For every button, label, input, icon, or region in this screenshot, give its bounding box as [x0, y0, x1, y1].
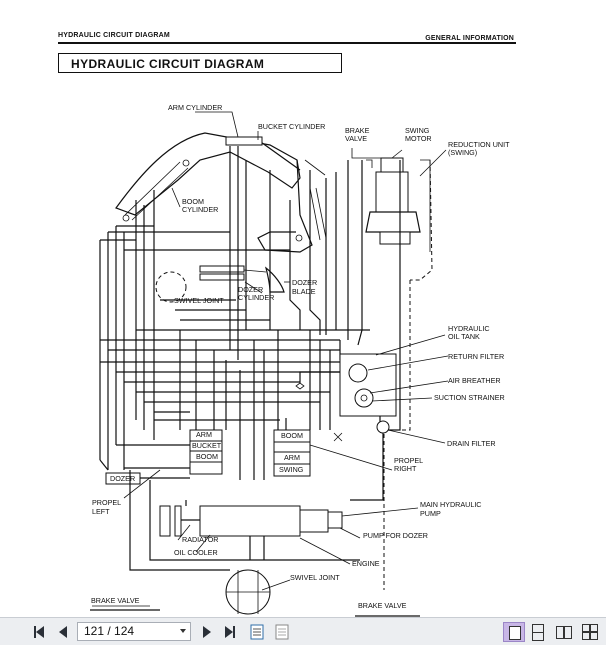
label-main-hydraulic-pump-2: PUMP [420, 509, 441, 518]
label-swivel-joint-bottom: SWIVEL JOINT [290, 573, 340, 582]
title-box: HYDRAULIC CIRCUIT DIAGRAM [58, 53, 342, 73]
continuous-view-icon[interactable] [530, 624, 544, 641]
last-page-icon[interactable] [221, 623, 239, 641]
label-valve-bucket-left: BUCKET [192, 441, 222, 450]
label-dozer-blade-2: BLADE [292, 287, 316, 296]
label-engine: ENGINE [352, 559, 380, 568]
continuous-facing-icon[interactable] [582, 624, 598, 640]
swivel-joint-bottom [90, 569, 420, 617]
label-brake-valve-top: BRAKE [345, 126, 370, 135]
label-suction-strainer: SUCTION STRAINER [434, 393, 505, 402]
label-air-breather: AIR BREATHER [448, 376, 501, 385]
header-rule [58, 42, 516, 44]
page-title: HYDRAULIC CIRCUIT DIAGRAM [71, 57, 265, 71]
label-arm-cylinder: ARM CYLINDER [168, 103, 222, 112]
label-reduction-unit-2: (SWING) [448, 148, 477, 157]
next-page-icon[interactable] [198, 623, 216, 641]
facing-pages-icon[interactable] [556, 624, 572, 640]
fit-width-icon[interactable] [273, 623, 291, 641]
pipe-network [99, 146, 411, 590]
label-valve-dozer: DOZER [110, 474, 135, 483]
label-return-filter: RETURN FILTER [448, 352, 504, 361]
label-oil-cooler: OIL COOLER [174, 548, 218, 557]
label-brake-valve-top-2: VALVE [345, 134, 367, 143]
chevron-down-icon[interactable] [180, 629, 186, 633]
label-swing-motor-2: MOTOR [405, 134, 432, 143]
label-brake-valve-right: BRAKE VALVE [358, 601, 407, 610]
label-valve-arm-right: ARM [284, 453, 300, 462]
dozer-assembly [155, 265, 290, 303]
hydraulic-circuit-diagram: ARM CYLINDER BUCKET CYLINDER BRAKE VALVE… [90, 103, 510, 617]
label-pump-for-dozer: PUMP FOR DOZER [363, 531, 428, 540]
label-swivel-joint-top: SWIVEL JOINT [174, 296, 224, 305]
label-valve-boom-left: BOOM [196, 452, 218, 461]
first-page-icon[interactable] [30, 623, 48, 641]
label-drain-filter: DRAIN FILTER [447, 439, 496, 448]
label-valve-arm-left: ARM [196, 430, 212, 439]
label-main-hydraulic-pump: MAIN HYDRAULIC [420, 500, 482, 509]
label-propel-left-2: LEFT [92, 507, 110, 516]
viewer-toolbar: 121 / 124 [0, 617, 606, 645]
hydraulic-oil-tank [339, 334, 449, 444]
label-dozer-cylinder: DOZER [238, 285, 263, 294]
page-number-field[interactable]: 121 / 124 [77, 622, 191, 641]
label-propel-right: PROPEL [394, 456, 423, 465]
label-bucket-cylinder: BUCKET CYLINDER [258, 122, 325, 131]
label-reduction-unit: REDUCTION UNIT [448, 140, 510, 149]
label-boom-cylinder: BOOM [182, 197, 204, 206]
label-boom-cylinder-2: CYLINDER [182, 205, 218, 214]
label-brake-valve-left: BRAKE VALVE [91, 596, 140, 605]
document-page: HYDRAULIC CIRCUIT DIAGRAM GENERAL INFORM… [58, 32, 516, 617]
previous-page-icon[interactable] [54, 623, 72, 641]
pump-engine-group [129, 470, 419, 571]
single-page-view-icon[interactable] [503, 622, 525, 642]
label-hydraulic-oil-tank: HYDRAULIC [448, 324, 490, 333]
boom-arm-linkage [115, 132, 327, 253]
label-hydraulic-oil-tank-2: OIL TANK [448, 332, 480, 341]
label-propel-left: PROPEL [92, 498, 121, 507]
label-valve-boom-right: BOOM [281, 431, 303, 440]
diagram-labels: ARM CYLINDER BUCKET CYLINDER BRAKE VALVE… [91, 103, 510, 610]
control-valve-right [273, 418, 393, 477]
swing-motor-unit [351, 148, 447, 281]
fit-page-icon[interactable] [248, 623, 266, 641]
label-dozer-blade: DOZER [292, 278, 317, 287]
control-valve-left [105, 429, 223, 499]
label-propel-right-2: RIGHT [394, 464, 417, 473]
label-valve-swing-right: SWING [279, 465, 304, 474]
label-radiator: RADIATOR [182, 535, 218, 544]
label-swing-motor: SWING [405, 126, 430, 135]
label-dozer-cylinder-2: CYLINDER [238, 293, 274, 302]
running-header-right: GENERAL INFORMATION [425, 35, 514, 42]
running-header-left: HYDRAULIC CIRCUIT DIAGRAM [58, 32, 170, 39]
page-indicator: 121 / 124 [84, 624, 135, 638]
